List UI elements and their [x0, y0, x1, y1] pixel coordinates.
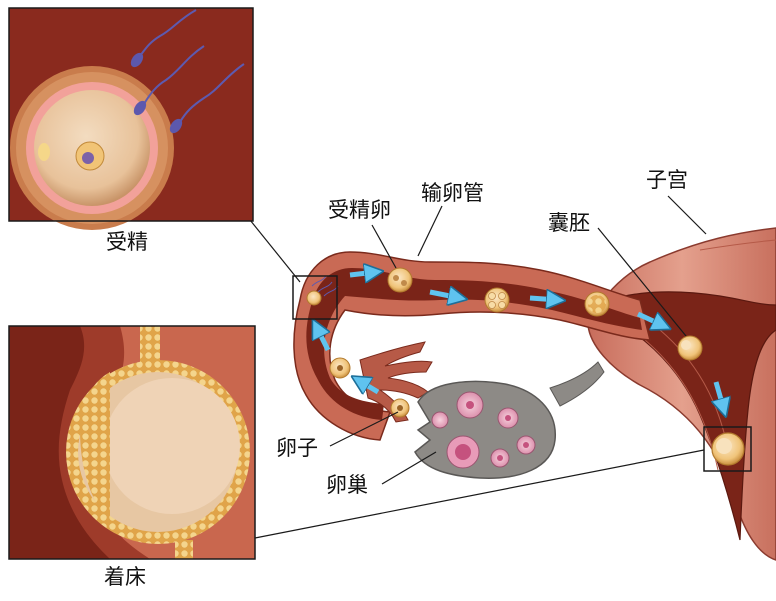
label-leaders [329, 195, 707, 485]
fertilization-connector [245, 214, 301, 283]
implantation-inset [8, 325, 256, 560]
label-implantation: 着床 [104, 565, 146, 589]
label-egg: 卵子 [276, 436, 318, 460]
fertilization-callout-box [292, 275, 338, 320]
label-blastocyst: 囊胚 [548, 211, 590, 235]
cleavage-stage-1 [484, 287, 510, 313]
uterus [587, 227, 776, 561]
label-zygote: 受精卵 [328, 198, 391, 222]
implantation-connector [254, 449, 705, 539]
egg-stage-2 [329, 357, 351, 379]
label-fertilization: 受精 [106, 230, 148, 254]
label-fallopian-tube: 输卵管 [421, 181, 484, 205]
sperm [130, 9, 245, 134]
flow-arrows [316, 272, 724, 410]
label-ovary: 卵巢 [326, 473, 368, 497]
egg-stage-released [390, 398, 410, 418]
cleavage-stage-2 [584, 291, 610, 317]
blastocyst [677, 335, 703, 361]
implanted-embryo [711, 432, 745, 466]
zygote [387, 267, 413, 293]
label-uterus: 子宫 [646, 168, 688, 192]
fertilization-inset [8, 7, 254, 230]
implantation-callout-box [703, 426, 752, 472]
ovary [414, 361, 605, 479]
